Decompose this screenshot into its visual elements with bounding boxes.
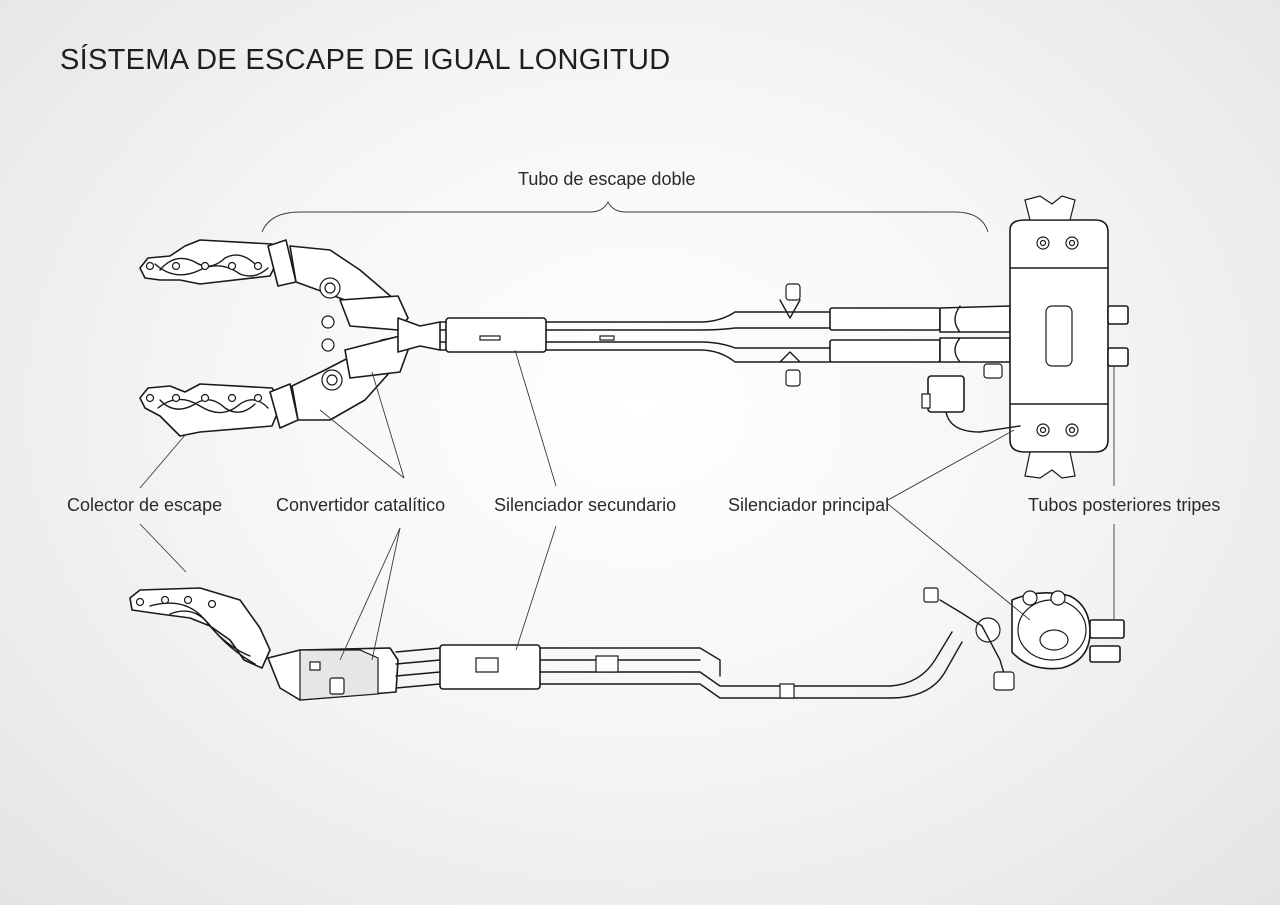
side-dual-pipe <box>395 631 963 699</box>
lower-exhaust-manifold <box>139 383 299 437</box>
top-catalytic-converters <box>289 245 441 421</box>
side-catalytic-converter <box>267 647 399 701</box>
side-view-exhaust <box>129 587 1125 701</box>
side-exhaust-manifold <box>129 587 271 669</box>
label-secondary-muffler: Silenciador secundario <box>494 495 677 515</box>
label-catalytic-converter: Convertidor catalítico <box>276 495 446 515</box>
upper-exhaust-manifold <box>139 239 297 287</box>
side-main-muffler <box>923 587 1125 691</box>
label-dual-exhaust-pipe: Tubo de escape doble <box>518 169 696 189</box>
top-dual-pipe <box>439 283 941 387</box>
leader-lines <box>139 349 1115 661</box>
top-muffler-inlet <box>939 305 1011 363</box>
dual-pipe-brace <box>261 200 989 233</box>
label-exhaust-manifold: Colector de escape <box>67 495 223 515</box>
label-rear-tailpipes: Tubos posteriores tripes <box>1028 495 1221 515</box>
page-title: SÍSTEMA DE ESCAPE DE IGUAL LONGITUD <box>60 44 671 76</box>
top-view-exhaust <box>139 195 1129 479</box>
top-main-muffler <box>921 195 1129 479</box>
label-main-muffler: Silenciador principal <box>728 495 890 515</box>
